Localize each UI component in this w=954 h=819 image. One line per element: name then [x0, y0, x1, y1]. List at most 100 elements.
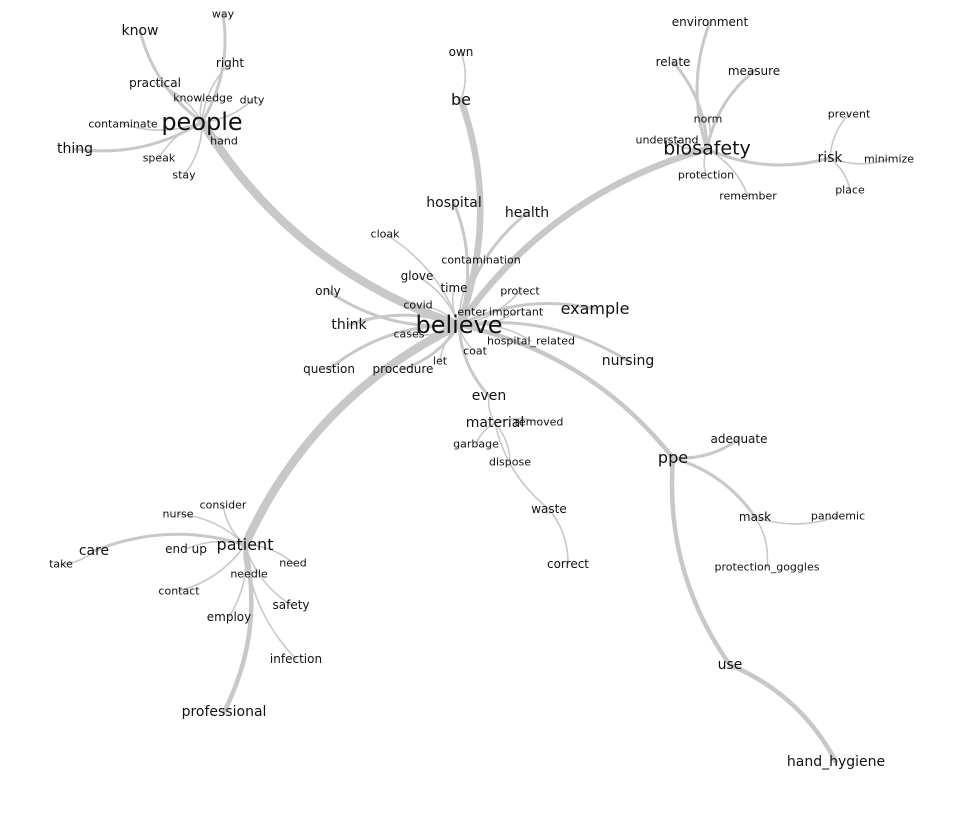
- edge-risk-minimize: [829, 157, 890, 165]
- node-prevent: prevent: [827, 107, 871, 121]
- node-needle: needle: [230, 567, 268, 581]
- node-speak: speak: [142, 151, 176, 165]
- node-minimize: minimize: [863, 152, 915, 166]
- edge-mask-protection_goggles: [754, 516, 769, 568]
- edge-ppe-mask: [671, 456, 757, 519]
- edge-believe-patient: [240, 320, 464, 550]
- node-cases: cases: [393, 327, 425, 341]
- edge-mask-pandemic: [754, 515, 839, 525]
- edge-biosafety-risk: [705, 147, 832, 167]
- edge-people-stay: [183, 121, 203, 176]
- edge-risk-prevent: [829, 113, 850, 159]
- node-hospital_related: hospital_related: [487, 334, 575, 348]
- edge-patient-contact: [178, 544, 246, 592]
- edge-people-knowledge: [199, 97, 204, 123]
- node-right: right: [215, 56, 245, 70]
- node-care: care: [78, 543, 110, 559]
- node-know: know: [121, 23, 159, 39]
- edge-believe-people: [197, 117, 464, 330]
- node-professional: professional: [181, 704, 267, 720]
- node-health: health: [504, 205, 550, 221]
- node-example: example: [560, 299, 630, 318]
- edge-biosafety-environment: [695, 20, 712, 151]
- node-measure: measure: [727, 64, 781, 78]
- edge-patient-care: [92, 532, 247, 553]
- node-think: think: [331, 317, 367, 333]
- edge-believe-think: [347, 313, 461, 327]
- edge-people-right: [201, 62, 231, 123]
- node-time: time: [440, 281, 468, 295]
- edge-material-dispose: [494, 422, 511, 463]
- edge-material-removed: [494, 417, 540, 424]
- edge-people-way: [200, 12, 227, 124]
- node-contaminate: contaminate: [88, 117, 158, 131]
- node-employ: employ: [206, 610, 252, 624]
- node-hospital: hospital: [426, 195, 482, 211]
- node-garbage: garbage: [453, 437, 499, 451]
- node-take: take: [49, 557, 73, 571]
- edge-patient-professional: [221, 542, 254, 715]
- node-contamination: contamination: [441, 253, 521, 267]
- node-protection: protection: [677, 168, 735, 182]
- node-safety: safety: [272, 598, 310, 612]
- node-procedure: procedure: [372, 362, 434, 376]
- edge-material-waste: [494, 422, 550, 510]
- edge-believe-health: [457, 211, 529, 327]
- node-patient: patient: [216, 535, 274, 554]
- edge-believe-even: [457, 323, 491, 398]
- node-nurse: nurse: [162, 507, 194, 521]
- node-way: way: [211, 7, 235, 21]
- edge-people-speak: [158, 121, 203, 159]
- edge-believe-cases: [408, 324, 460, 336]
- edge-even-material: [487, 395, 496, 424]
- edge-believe-covid: [417, 304, 460, 326]
- node-nursing: nursing: [601, 353, 655, 369]
- edge-patient-consider: [222, 504, 246, 546]
- edge-waste-correct: [548, 508, 569, 565]
- edge-believe-ppe: [456, 322, 676, 461]
- edge-people-know: [138, 29, 204, 124]
- node-understand: understand: [635, 133, 699, 147]
- edge-material-garbage: [475, 422, 496, 445]
- node-remember: remember: [719, 189, 777, 203]
- node-covid: covid: [403, 298, 433, 312]
- node-practical: practical: [129, 76, 181, 90]
- edge-believe-question: [327, 323, 461, 371]
- node-hand: hand: [210, 134, 238, 148]
- node-consider: consider: [199, 498, 247, 512]
- node-relate: relate: [655, 55, 691, 69]
- node-place: place: [835, 183, 865, 197]
- edge-ppe-adequate: [671, 437, 741, 460]
- node-protect: protect: [500, 284, 540, 298]
- node-material: material: [465, 415, 525, 431]
- edge-believe-contamination: [458, 259, 482, 326]
- node-enter: enter: [457, 305, 487, 319]
- edge-biosafety-understand: [666, 139, 708, 151]
- edge-patient-end_up: [185, 540, 246, 550]
- edge-be-own: [460, 51, 467, 101]
- edge-believe-example: [457, 301, 597, 327]
- node-own: own: [448, 45, 474, 59]
- node-removed: removed: [514, 415, 564, 429]
- edge-biosafety-norm: [706, 118, 711, 150]
- node-thing: thing: [56, 141, 94, 157]
- node-important: important: [488, 305, 544, 319]
- node-coat: coat: [463, 344, 487, 358]
- node-infection: infection: [269, 652, 323, 666]
- edge-biosafety-relate: [671, 60, 709, 151]
- node-contact: contact: [158, 584, 200, 598]
- node-correct: correct: [546, 557, 590, 571]
- edge-ppe-use: [669, 455, 733, 668]
- node-let: let: [432, 354, 448, 368]
- edge-believe-let: [439, 324, 460, 362]
- edge-patient-need: [244, 544, 294, 564]
- edge-believe-time: [451, 287, 460, 326]
- node-be: be: [451, 90, 471, 109]
- node-believe: believe: [415, 311, 503, 339]
- node-stay: stay: [172, 168, 196, 182]
- edge-people-hand: [201, 121, 225, 142]
- node-people: people: [161, 108, 243, 136]
- edge-people-duty: [201, 99, 253, 123]
